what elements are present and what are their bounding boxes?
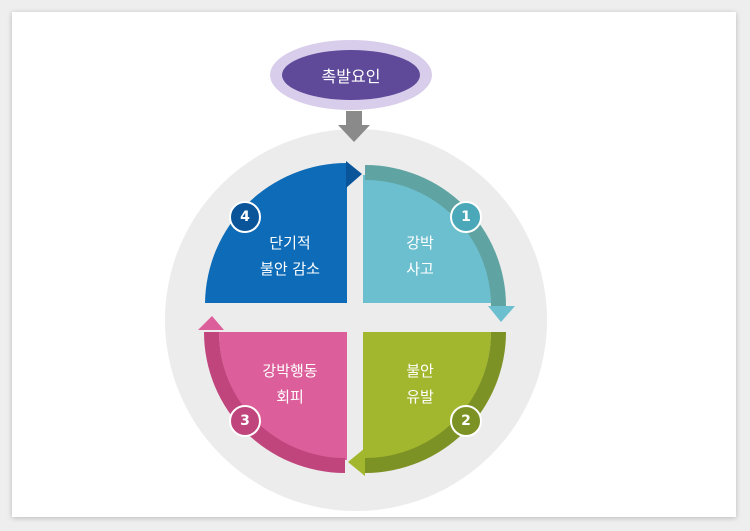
background-circle [165,129,547,511]
step-4-line1: 단기적 [269,234,311,252]
step-4-label: 단기적 불안 감소 [240,230,340,282]
down-arrow-icon [338,111,370,142]
step-1-line2: 사고 [406,260,434,278]
step-2-line2: 유발 [406,388,434,406]
quadrant-1 [363,165,515,322]
step-3-label: 강박행동 회피 [240,358,340,410]
step-1-number-badge: 1 [450,201,482,233]
step-2-line1: 불안 [406,362,434,380]
step-3-line1: 강박행동 [262,362,318,380]
step-4-number-badge: 4 [229,201,261,233]
step-3-line2: 회피 [276,388,304,406]
trigger-label: 촉발요인 [282,50,420,100]
trigger-oval: 촉발요인 [270,40,432,110]
step-1-line1: 강박 [406,234,434,252]
step-4-line2: 불안 감소 [260,260,320,278]
quadrant-2 [348,332,506,476]
step-2-number-badge: 2 [450,405,482,437]
quadrant-3 [198,316,347,473]
step-2-label: 불안 유발 [380,358,460,410]
step-3-number-badge: 3 [229,405,261,437]
step-1-label: 강박 사고 [380,230,460,282]
quadrant-4 [205,161,362,303]
